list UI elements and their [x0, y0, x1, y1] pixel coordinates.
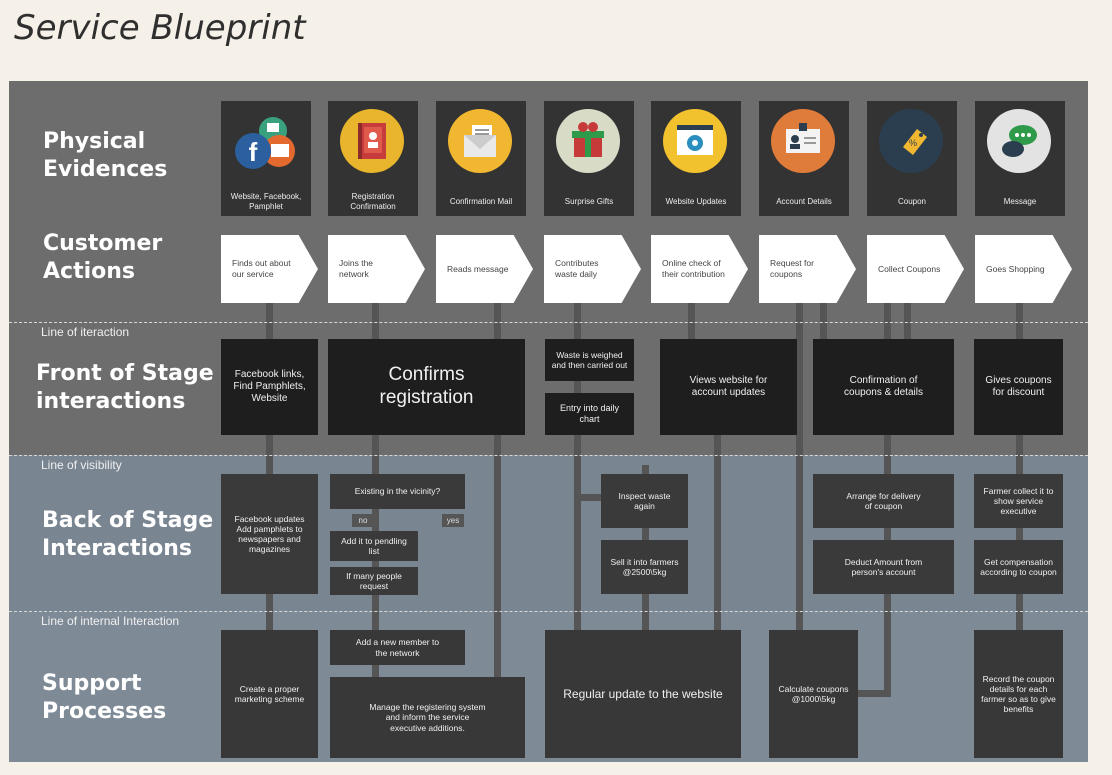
- social-media-icon: f: [233, 109, 297, 173]
- front-stage-gives-box: Gives coupons for discount: [974, 339, 1063, 435]
- back-stage-farmer-box: Farmer collect it to show service execut…: [974, 474, 1063, 528]
- customer-action-label: Contributes waste daily: [555, 258, 599, 279]
- line-of-internal-interaction-label: Line of internal Interaction: [41, 614, 180, 628]
- customer-action-label: Finds out about our service: [232, 258, 291, 279]
- customer-action-step: Contributes waste daily: [544, 235, 641, 303]
- customer-action-step: Request for coupons: [759, 235, 856, 303]
- lane-front-of-stage: Front of Stage interactions: [36, 361, 214, 414]
- evidence-card: Registration Confirmation: [328, 101, 418, 216]
- front-stage-confirms-box: Confirms registration: [328, 339, 525, 435]
- customer-action-step: Finds out about our service: [221, 235, 318, 303]
- customer-action-label: Joins the network: [339, 258, 374, 279]
- evidence-label: Website, Facebook, Pamphlet: [230, 192, 302, 211]
- decision-no-tag: no: [352, 514, 374, 527]
- connector: [1016, 300, 1023, 635]
- back-stage-sell-box: Sell it into farmers @2500\5kg: [601, 540, 688, 594]
- connector: [796, 300, 803, 635]
- line-of-visibility-label: Line of visibility: [41, 458, 122, 472]
- back-stage-deduct-box: Deduct Amount from person's account: [813, 540, 954, 594]
- support-calculate-box: Calculate coupons @1000\5kg: [769, 630, 858, 758]
- line-of-visibility: [9, 455, 1088, 456]
- svg-text:%: %: [909, 138, 917, 148]
- support-regular-update-box: Regular update to the website: [545, 630, 741, 758]
- line-of-interaction: [9, 322, 1088, 323]
- decision-yes-tag: yes: [442, 514, 464, 527]
- evidence-label: Message: [1003, 197, 1037, 206]
- evidence-label: Surprise Gifts: [564, 197, 614, 206]
- lane-back-of-stage: Back of Stage Interactions: [42, 508, 214, 561]
- support-add-member-box: Add a new member to the network: [330, 630, 465, 665]
- evidence-label: Website Updates: [665, 197, 727, 206]
- customer-action-step: Online check of their contribution: [651, 235, 748, 303]
- website-gear-icon: [663, 109, 727, 173]
- evidence-label: Confirmation Mail: [449, 197, 513, 206]
- connector: [494, 300, 501, 680]
- lane-physical-evidences: Physical Evidences: [43, 129, 168, 182]
- lane-customer-actions: Customer Actions: [43, 231, 163, 284]
- back-stage-arrange-box: Arrange for delivery of coupon: [813, 474, 954, 528]
- connector: [574, 300, 581, 635]
- coupon-tag-icon: %: [879, 109, 943, 173]
- back-stage-many-request-box: If many people request: [330, 567, 418, 595]
- customer-action-step: Goes Shopping: [975, 235, 1072, 303]
- customer-action-label: Reads message: [447, 263, 509, 274]
- front-stage-views-box: Views website for account updates: [660, 339, 797, 435]
- evidence-card: Message: [975, 101, 1065, 216]
- support-manage-box: Manage the registering system and inform…: [330, 677, 525, 758]
- page-title: Service Blueprint: [14, 8, 306, 48]
- line-of-internal-interaction: [9, 611, 1088, 612]
- back-stage-existing-box: Existing in the vicinity?: [330, 474, 465, 509]
- customer-action-label: Request for coupons: [770, 258, 814, 279]
- front-stage-weighed-box: Waste is weighed and then carried out: [545, 339, 634, 381]
- customer-action-step: Collect Coupons: [867, 235, 964, 303]
- evidence-card: f Website, Facebook, Pamphlet: [221, 101, 311, 216]
- connector: [574, 494, 604, 501]
- mail-envelope-icon: [448, 109, 512, 173]
- evidence-card: Surprise Gifts: [544, 101, 634, 216]
- evidence-card: % Coupon: [867, 101, 957, 216]
- lane-support-processes: Support Processes: [42, 671, 167, 724]
- line-of-interaction-label: Line of iteraction: [41, 325, 130, 339]
- evidence-card: Account Details: [759, 101, 849, 216]
- evidence-card: Confirmation Mail: [436, 101, 526, 216]
- support-marketing-box: Create a proper marketing scheme: [221, 630, 318, 758]
- evidence-label: Coupon: [897, 197, 927, 206]
- front-stage-confirmation-box: Confirmation of coupons & details: [813, 339, 954, 435]
- customer-action-step: Joins the network: [328, 235, 425, 303]
- customer-action-label: Goes Shopping: [986, 263, 1045, 274]
- front-stage-facebook-box: Facebook links, Find Pamphlets, Website: [221, 339, 318, 435]
- gift-box-icon: [556, 109, 620, 173]
- connector: [834, 690, 891, 697]
- evidence-label: Account Details: [776, 197, 832, 206]
- back-stage-pending-box: Add it to pendling list: [330, 531, 418, 561]
- evidence-card: Website Updates: [651, 101, 741, 216]
- svg-text:f: f: [249, 137, 258, 167]
- id-card-icon: [771, 109, 835, 173]
- registration-book-icon: [340, 109, 404, 173]
- back-stage-facebook-updates-box: Facebook updates Add pamphlets to newspa…: [221, 474, 318, 594]
- chat-bubble-icon: [987, 109, 1051, 173]
- evidence-label: Registration Confirmation: [350, 192, 396, 211]
- customer-action-label: Collect Coupons: [878, 263, 941, 274]
- connector: [714, 430, 721, 635]
- front-stage-daily-chart-box: Entry into daily chart: [545, 393, 634, 435]
- back-stage-compensation-box: Get compensation according to coupon: [974, 540, 1063, 594]
- customer-action-label: Online check of their contribution: [662, 258, 725, 279]
- support-record-box: Record the coupon details for each farme…: [974, 630, 1063, 758]
- back-stage-inspect-box: Inspect waste again: [601, 474, 688, 528]
- connector: [266, 300, 273, 635]
- customer-action-step: Reads message: [436, 235, 533, 303]
